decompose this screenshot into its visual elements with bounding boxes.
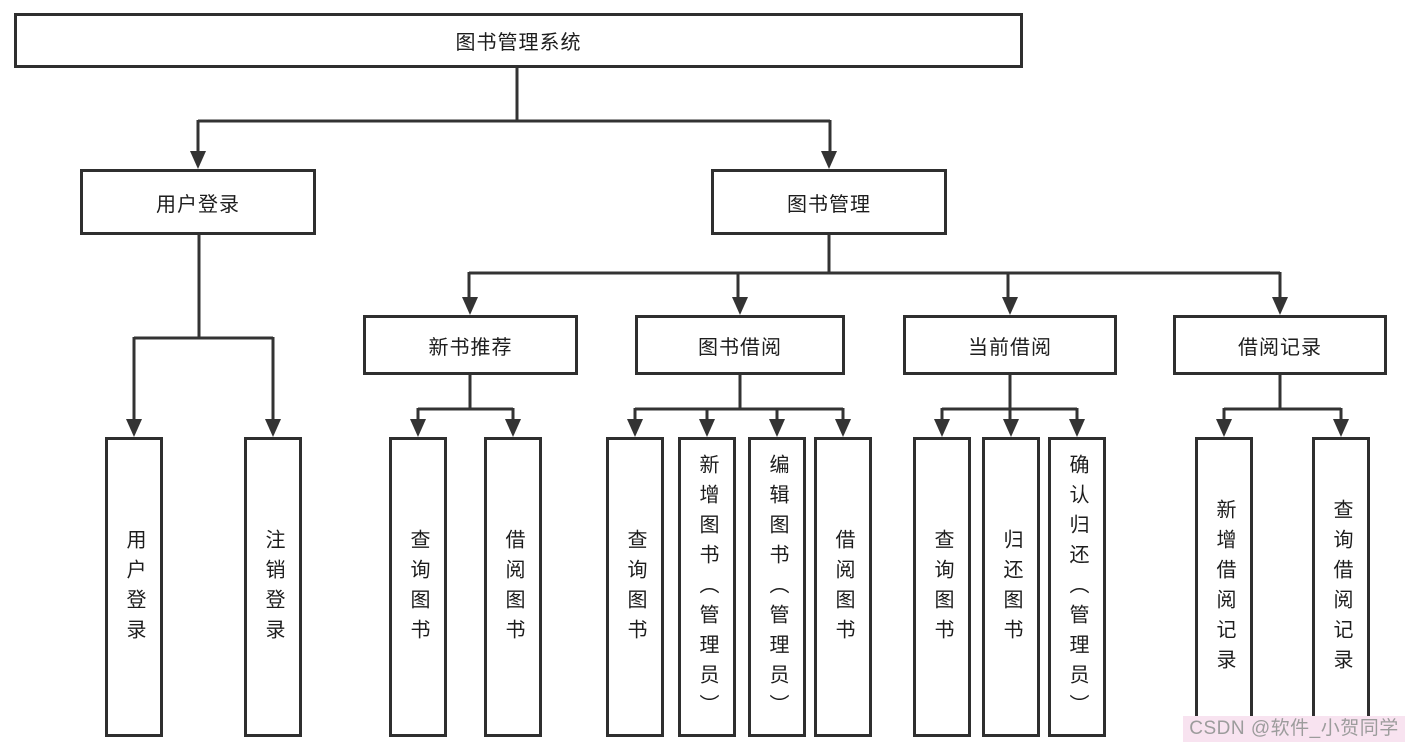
arrowhead-icon [769, 419, 785, 437]
leaf-edit-books-admin: 编辑图书（管理员） [748, 437, 806, 737]
node-current-borrowing: 当前借阅 [903, 315, 1117, 375]
leaf-borrow-books: 借阅图书 [814, 437, 872, 737]
leaf-query-books-borrow: 查询图书 [606, 437, 664, 737]
arrowhead-icon [505, 419, 521, 437]
leaf-query-borrow-record: 查询借阅记录 [1312, 437, 1370, 737]
leaf-confirm-return-admin: 确认归还（管理员） [1048, 437, 1106, 737]
arrowhead-icon [462, 297, 478, 315]
arrowhead-icon [732, 297, 748, 315]
leaf-borrow-books-recommend: 借阅图书 [484, 437, 542, 737]
arrowhead-icon [126, 419, 142, 437]
arrowhead-icon [1002, 297, 1018, 315]
node-user-login: 用户登录 [80, 169, 316, 235]
leaf-query-books-current: 查询图书 [913, 437, 971, 737]
leaf-logout: 注销登录 [244, 437, 302, 737]
node-book-management: 图书管理 [711, 169, 947, 235]
watermark: CSDN @软件_小贺同学 [1183, 716, 1405, 742]
arrowhead-icon [1003, 419, 1019, 437]
node-borrow-records: 借阅记录 [1173, 315, 1387, 375]
arrowhead-icon [1216, 419, 1232, 437]
arrowhead-icon [835, 419, 851, 437]
arrowhead-icon [627, 419, 643, 437]
arrowhead-icon [190, 151, 206, 169]
node-book-borrowing: 图书借阅 [635, 315, 845, 375]
arrowhead-icon [1272, 297, 1288, 315]
connector-path [132, 68, 1343, 420]
leaf-add-books-admin: 新增图书（管理员） [678, 437, 736, 737]
arrowhead-icon [699, 419, 715, 437]
leaf-add-borrow-record: 新增借阅记录 [1195, 437, 1253, 737]
node-new-book-recommend: 新书推荐 [363, 315, 578, 375]
arrowhead-icon [1069, 419, 1085, 437]
leaf-user-login: 用户登录 [105, 437, 163, 737]
arrowhead-icon [410, 419, 426, 437]
leaf-return-books: 归还图书 [982, 437, 1040, 737]
leaf-query-books-recommend: 查询图书 [389, 437, 447, 737]
arrowhead-icon [265, 419, 281, 437]
node-root: 图书管理系统 [14, 13, 1023, 68]
arrowhead-icon [934, 419, 950, 437]
arrowhead-icon [1333, 419, 1349, 437]
arrowhead-icon [821, 151, 837, 169]
